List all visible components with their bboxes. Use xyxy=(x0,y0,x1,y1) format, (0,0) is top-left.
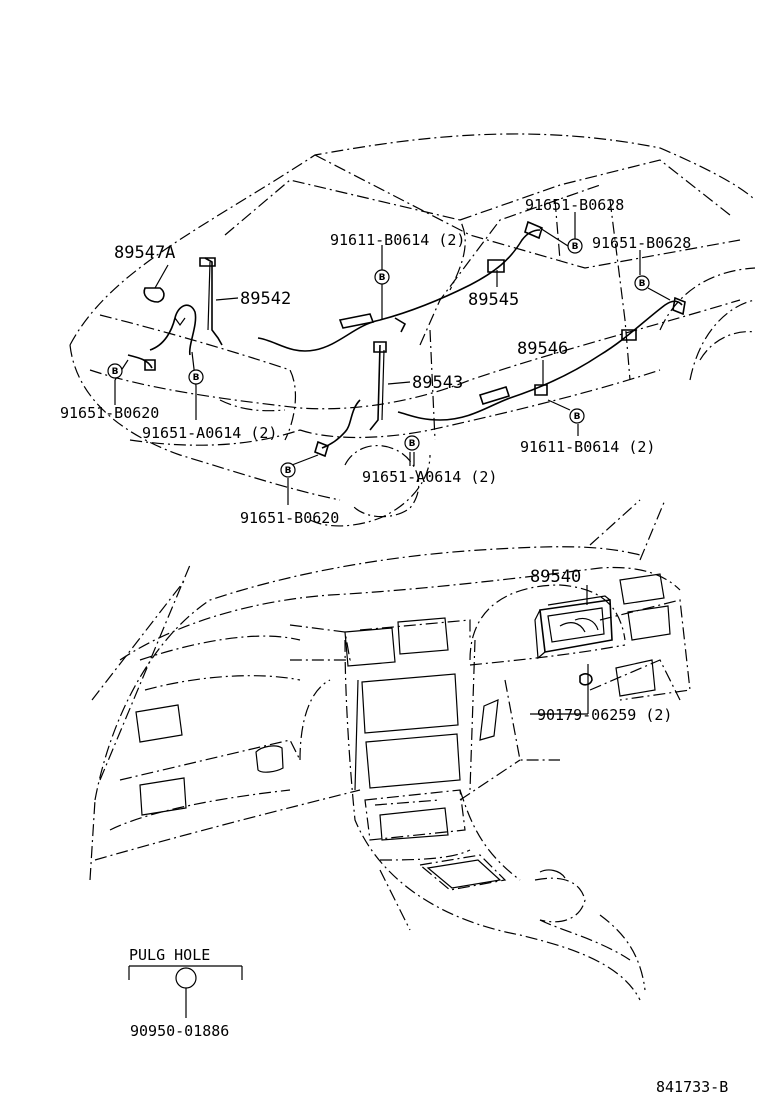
svg-text:B: B xyxy=(572,242,579,252)
bolt-marker: B xyxy=(374,269,390,285)
plug-hole-legend: PULG HOLE 90950-01886 xyxy=(128,946,243,1040)
bolt-marker: B xyxy=(188,369,204,385)
bolt-marker: B xyxy=(404,435,420,451)
svg-text:B: B xyxy=(574,412,581,422)
bolt-marker: B xyxy=(634,275,650,291)
bolt-marker: B xyxy=(280,462,296,478)
speed-sensor-harnesses xyxy=(127,220,686,458)
plug-hole-icon xyxy=(175,967,197,989)
fastener-label-91611-b0614-bottom: 91611-B0614 (2) xyxy=(520,438,655,456)
legend-part-number: 90950-01886 xyxy=(130,1022,229,1040)
fastener-label-91651-a0614-right: 91651-A0614 (2) xyxy=(362,468,497,486)
fastener-label-91651-b0628-a: 91651-B0628 xyxy=(525,196,624,214)
car-outline xyxy=(69,133,756,527)
dashboard-outline xyxy=(89,499,691,1001)
part-label-89547a: 89547A xyxy=(114,243,175,263)
fastener-label-91651-b0620-left: 91651-B0620 xyxy=(60,404,159,422)
part-label-89543: 89543 xyxy=(412,373,463,393)
part-label-89540: 89540 xyxy=(530,567,581,587)
fastener-label-90179-06259: 90179-06259 (2) xyxy=(537,706,672,724)
skid-control-ecu xyxy=(530,585,613,715)
svg-text:B: B xyxy=(285,466,292,476)
bolt-marker: B xyxy=(569,408,585,424)
svg-text:B: B xyxy=(193,373,200,383)
svg-text:B: B xyxy=(639,279,646,289)
part-label-89545: 89545 xyxy=(468,290,519,310)
car-labels: 89547A 89542 89543 89545 89546 91651-B06… xyxy=(60,196,691,527)
dashboard-details xyxy=(135,573,671,889)
bolt-markers: B B B B B B B B xyxy=(107,238,650,478)
fastener-label-91651-b0620-bottom: 91651-B0620 xyxy=(240,509,339,527)
fastener-label-91651-a0614-left: 91651-A0614 (2) xyxy=(142,424,277,442)
svg-text:B: B xyxy=(409,439,416,449)
part-label-89546: 89546 xyxy=(517,339,568,359)
bolt-marker: B xyxy=(567,238,583,254)
dashboard-labels: 89540 90179-06259 (2) xyxy=(530,567,672,724)
svg-text:B: B xyxy=(112,367,119,377)
part-label-89542: 89542 xyxy=(240,289,291,309)
legend-title: PULG HOLE xyxy=(129,946,210,964)
fastener-label-91611-b0614-top: 91611-B0614 (2) xyxy=(330,231,465,249)
svg-text:B: B xyxy=(379,273,386,283)
car-leaders xyxy=(114,212,671,505)
bolt-marker: B xyxy=(107,363,123,379)
fastener-label-91651-b0628-b: 91651-B0628 xyxy=(592,234,691,252)
figure-number: 841733-B xyxy=(656,1078,728,1096)
